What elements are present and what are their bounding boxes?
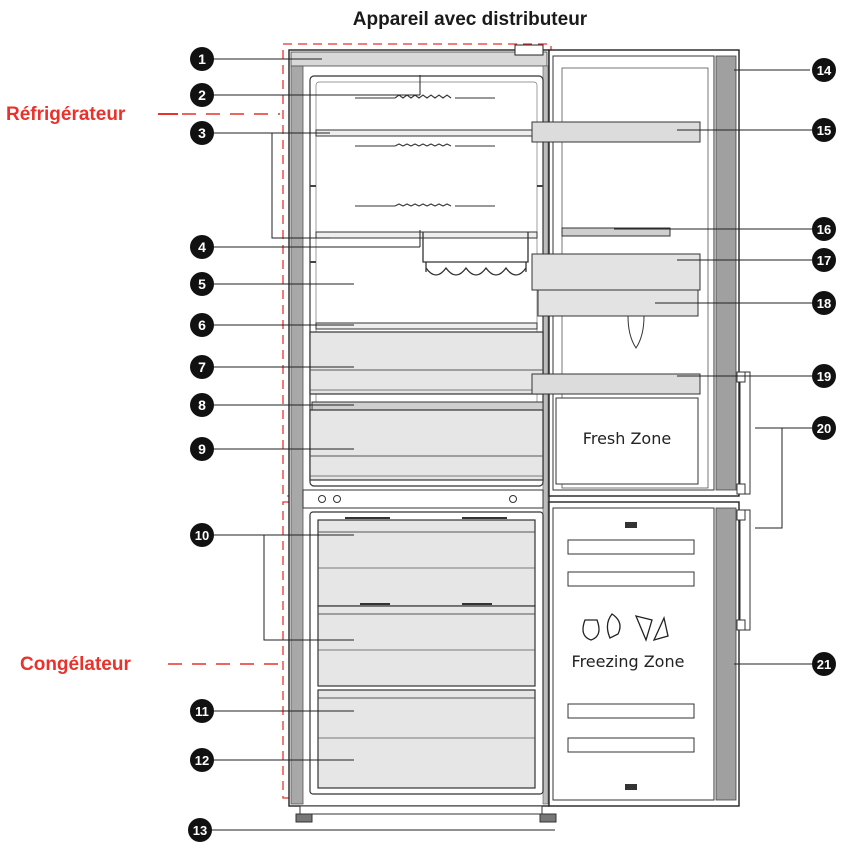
callout-11-number: 11	[195, 704, 209, 719]
callout-2: 2	[190, 83, 214, 107]
callout-17-number: 17	[817, 253, 831, 268]
callout-12-number: 12	[195, 753, 209, 768]
callout-16: 16	[812, 217, 836, 241]
callout-13-number: 13	[193, 823, 207, 838]
callout-21-number: 21	[817, 657, 831, 672]
wine-rack	[422, 232, 529, 276]
fresh-zone-label: Fresh Zone	[583, 429, 671, 448]
callout-15: 15	[812, 118, 836, 142]
callout-4: 4	[190, 235, 214, 259]
callout-markers: 1 2 3 4 5 6 7 8 9 10 11 12 13 14 15 16 1…	[188, 47, 836, 842]
callout-20: 20	[812, 416, 836, 440]
callout-10: 10	[190, 523, 214, 547]
freezing-zone-label: Freezing Zone	[572, 652, 685, 671]
callout-21: 21	[812, 652, 836, 676]
callout-3-number: 3	[198, 125, 206, 141]
callout-10-number: 10	[195, 528, 209, 543]
callout-20-number: 20	[817, 421, 831, 436]
freezer-zone-label: Congélateur	[20, 654, 131, 675]
cabinet	[288, 44, 557, 823]
callout-16-number: 16	[817, 222, 831, 237]
callout-5-number: 5	[198, 276, 206, 292]
callout-7: 7	[190, 355, 214, 379]
callout-14: 14	[812, 58, 836, 82]
callout-17: 17	[812, 248, 836, 272]
callout-11: 11	[190, 699, 214, 723]
callout-9: 9	[190, 437, 214, 461]
callout-7-number: 7	[198, 359, 206, 375]
callout-13: 13	[188, 818, 212, 842]
callout-4-number: 4	[198, 239, 206, 255]
callout-5: 5	[190, 272, 214, 296]
doors: Fresh Zone Freezing Zone	[531, 49, 751, 807]
callout-8-number: 8	[198, 397, 206, 413]
callout-15-number: 15	[817, 123, 831, 138]
callout-19-number: 19	[817, 369, 831, 384]
callout-18-number: 18	[817, 296, 831, 311]
callout-1-number: 1	[198, 51, 206, 67]
callout-14-number: 14	[817, 63, 832, 78]
callout-9-number: 9	[198, 441, 206, 457]
fridge-zone-label: Réfrigérateur	[6, 104, 126, 125]
callout-19: 19	[812, 364, 836, 388]
callout-18: 18	[812, 291, 836, 315]
leader-lines	[205, 58, 812, 831]
callout-6-number: 6	[198, 317, 206, 333]
callout-6: 6	[190, 313, 214, 337]
callout-8: 8	[190, 393, 214, 417]
diagram-title: Appareil avec distributeur	[353, 9, 588, 30]
callout-3: 3	[190, 121, 214, 145]
callout-12: 12	[190, 748, 214, 772]
callout-2-number: 2	[198, 87, 206, 103]
callout-1: 1	[190, 47, 214, 71]
